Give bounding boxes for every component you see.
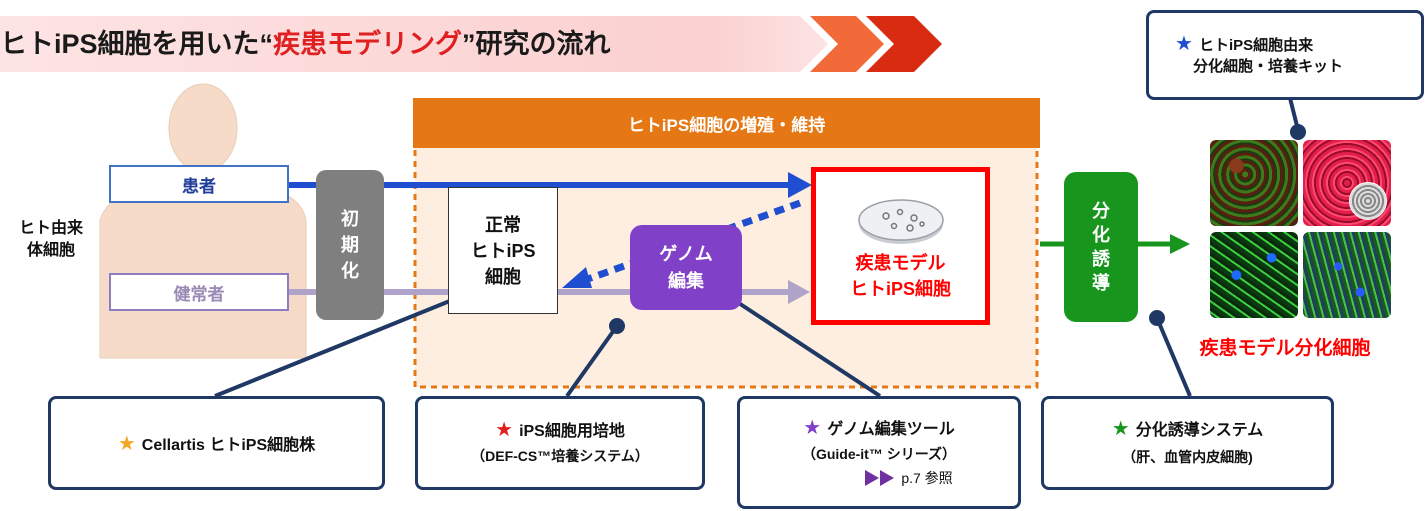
callout-diff-system: ★分化誘導システム （肝、血管内皮細胞)	[1041, 396, 1334, 490]
star-icon: ★	[117, 432, 136, 455]
cell-image-2	[1303, 140, 1391, 226]
star-icon: ★	[1175, 32, 1193, 55]
cell-image-4	[1303, 232, 1391, 318]
title-chevron-1	[810, 16, 884, 72]
genome-editing-node: ゲノム編集	[630, 225, 742, 310]
human-somatic-cells-label: ヒト由来体細胞	[18, 220, 83, 259]
double-chevron-icon	[865, 469, 895, 486]
disease-model-ips-node: 疾患モデル ヒトiPS細胞	[811, 167, 990, 325]
connector-cellartis	[214, 290, 473, 398]
patient-node: 患者	[109, 165, 289, 203]
star-icon: ★	[495, 419, 514, 441]
differentiation-node: 分化誘導	[1064, 172, 1138, 322]
dotted-back-arrow	[583, 199, 802, 284]
reprogramming-node: 初期化	[316, 170, 384, 320]
dotted-back-arrow-head	[562, 267, 592, 288]
callout-genome-tool: ★ゲノム編集ツール （Guide-it™ シリーズ） p.7 参照	[737, 396, 1021, 509]
star-icon: ★	[803, 416, 822, 439]
callout-ips-medium: ★iPS細胞用培地 （DEF-CS™培養システム）	[415, 396, 705, 490]
disease-model-diff-cells-label: 疾患モデル分化細胞	[1199, 338, 1371, 359]
connector-medium	[565, 324, 619, 398]
page-reference: p.7 参照	[865, 466, 953, 490]
diff-arrow-head	[1170, 234, 1190, 254]
petri-dish-icon	[858, 199, 944, 244]
title-banner	[0, 16, 828, 72]
star-icon: ★	[1111, 418, 1130, 440]
page-title: ヒトiPS細胞を用いた“疾患モデリング”研究の流れ	[0, 29, 611, 59]
healthy-node: 健常者	[109, 273, 289, 311]
cell-image-3	[1210, 232, 1298, 318]
callout-cellartis: ★Cellartis ヒトiPS細胞株	[48, 396, 385, 490]
connector-diff	[1155, 317, 1192, 397]
human-silhouette	[99, 83, 307, 359]
cell-image-1	[1210, 140, 1298, 226]
callout-diff-cell-kit: ★ヒトiPS細胞由来 分化細胞・培養キット	[1146, 10, 1424, 100]
title-chevron-2	[866, 16, 942, 72]
healthy-arrow-head	[788, 280, 810, 304]
proliferation-header: ヒトiPS細胞の増殖・維持	[413, 98, 1040, 148]
connector-genome	[720, 290, 882, 398]
patient-arrow-head	[788, 172, 812, 198]
